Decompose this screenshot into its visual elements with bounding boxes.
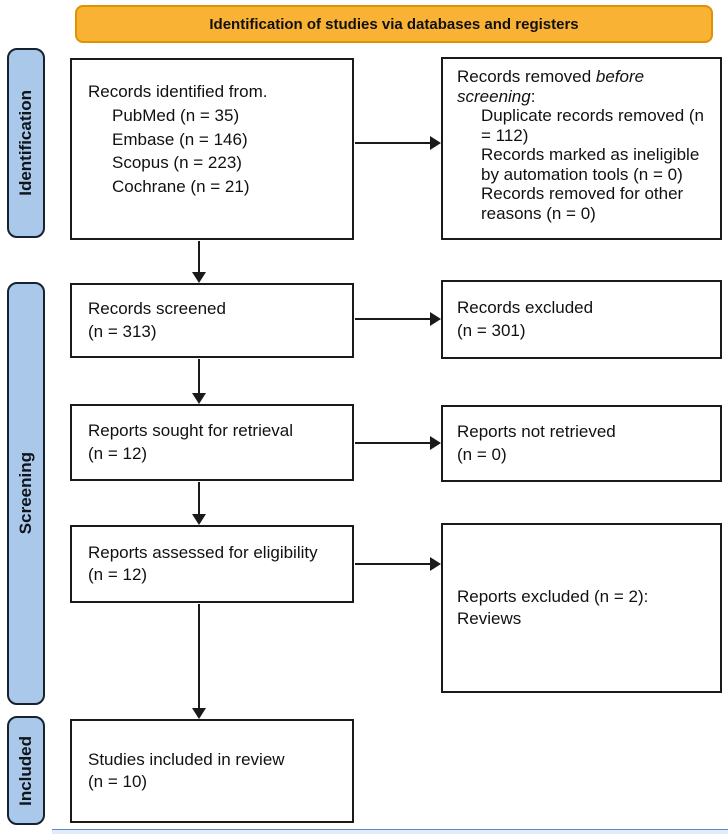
studies-included-count: (n = 10) — [88, 772, 148, 791]
box-reports-sought: Reports sought for retrieval (n = 12) — [70, 404, 354, 481]
arrow-screened-to-sought — [192, 359, 206, 404]
stage-label-included-text: Included — [16, 735, 35, 806]
reports-sought-count: (n = 12) — [88, 443, 148, 463]
diagram-title: Identification of studies via databases … — [209, 15, 579, 33]
records-excluded-count: (n = 301) — [457, 320, 526, 340]
box-records-removed-title: Records removed before screening: — [457, 67, 712, 106]
removed-item-other: Records removed for other reasons (n = 0… — [481, 184, 684, 223]
db-count-embase: Embase (n = 146) — [112, 129, 248, 149]
arrow-assessed-to-excluded — [355, 557, 441, 571]
stage-label-screening: Screening — [7, 282, 45, 705]
reports-sought-line1: Reports sought for retrieval — [88, 421, 294, 441]
stage-label-included: Included — [7, 716, 45, 825]
stage-label-identification: Identification — [7, 48, 45, 238]
records-screened-line1: Records screened — [88, 299, 226, 319]
arrow-sought-to-not-retrieved — [355, 436, 441, 450]
db-count-cochrane: Cochrane (n = 21) — [112, 177, 250, 197]
records-excluded-line1: Records excluded — [457, 298, 594, 318]
studies-included-line1: Studies included in review — [88, 749, 285, 769]
arrow-sought-to-assessed — [192, 482, 206, 525]
reports-excluded-line1: Reports excluded (n = 2): — [457, 586, 649, 606]
stage-label-identification-text: Identification — [16, 90, 35, 196]
reports-assessed-line1: Reports assessed for eligibility — [88, 542, 318, 562]
removed-item-duplicates: Duplicate records removed (n = 112) — [481, 106, 704, 145]
box-records-identified-title: Records identified from. — [88, 82, 268, 101]
arrow-identified-to-screened — [192, 241, 206, 283]
box-studies-included: Studies included in review (n = 10) — [70, 719, 354, 823]
reports-assessed-count: (n = 12) — [88, 565, 148, 584]
arrow-assessed-to-included — [192, 604, 206, 719]
removed-title-italic: before screening — [457, 67, 645, 106]
box-reports-excluded: Reports excluded (n = 2): Reviews — [441, 523, 722, 693]
box-records-screened: Records screened (n = 313) — [70, 283, 354, 358]
box-records-removed: Records removed before screening: Duplic… — [441, 57, 722, 240]
bottom-cutoff-strip — [52, 829, 728, 834]
removed-title-suffix: : — [530, 86, 536, 106]
removed-item-automation: Records marked as ineligible by automati… — [481, 145, 700, 184]
arrow-screened-to-excluded — [355, 312, 441, 326]
arrow-identified-to-removed — [355, 136, 441, 150]
db-count-scopus: Scopus (n = 223) — [112, 153, 242, 173]
stage-label-screening-text: Screening — [16, 452, 35, 535]
reports-not-retrieved-count: (n = 0) — [457, 444, 507, 464]
db-count-pubmed: PubMed (n = 35) — [112, 105, 240, 125]
box-reports-assessed: Reports assessed for eligibility (n = 12… — [70, 525, 354, 603]
records-screened-count: (n = 313) — [88, 321, 157, 341]
box-reports-not-retrieved: Reports not retrieved (n = 0) — [441, 405, 722, 482]
diagram-title-banner: Identification of studies via databases … — [75, 5, 713, 43]
reports-not-retrieved-line1: Reports not retrieved — [457, 422, 616, 442]
removed-title-prefix: Records removed — [457, 67, 596, 86]
reports-excluded-reason: Reviews — [457, 609, 522, 628]
box-records-excluded: Records excluded (n = 301) — [441, 280, 722, 359]
box-records-identified: Records identified from. PubMed (n = 35)… — [70, 58, 354, 240]
